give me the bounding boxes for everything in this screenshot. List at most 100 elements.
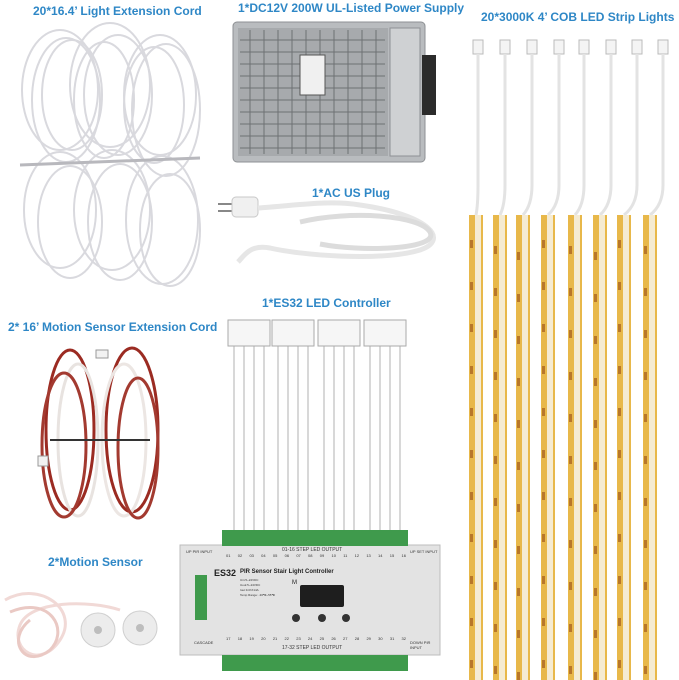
channel-number: 04 — [261, 553, 266, 558]
strip-connector — [472, 39, 484, 55]
strip-wire — [521, 54, 534, 217]
strip-cut-mark — [594, 672, 597, 680]
strip-cut-mark — [470, 660, 473, 668]
strip-connector — [657, 39, 669, 55]
controller-title: PIR Sensor Stair Light Controller — [240, 569, 334, 575]
spec-line: Temp Range: -30℃~55℃ — [240, 593, 275, 597]
strip-cut-mark — [470, 408, 473, 416]
strip-cut-mark — [470, 534, 473, 542]
strip-wire — [598, 54, 613, 217]
channel-number: 31 — [389, 636, 395, 641]
spec-line: Uout:5~24VDC — [240, 583, 261, 587]
strip-cut-mark — [494, 456, 497, 464]
strip-cut-mark — [594, 336, 597, 344]
strip-cut-mark — [644, 372, 647, 380]
spec-line: Uin:5~24VDC — [240, 578, 259, 582]
strip-backing — [623, 215, 629, 680]
ac-plug-label: 1*AC US Plug — [312, 186, 391, 200]
strip-connector — [499, 39, 511, 55]
strip-cut-mark — [494, 498, 497, 506]
channel-number: 25 — [319, 636, 325, 641]
strip-connector — [553, 39, 565, 55]
strip-cut-mark — [644, 288, 647, 296]
controller-wires — [233, 345, 401, 530]
strip-cut-mark — [470, 576, 473, 584]
channel-number: 28 — [354, 636, 360, 641]
channel-number: 22 — [284, 636, 289, 641]
channel-number: 07 — [296, 553, 301, 558]
strip-cut-mark — [594, 378, 597, 386]
strip-cut-mark — [517, 336, 520, 344]
strip-cut-mark — [594, 462, 597, 470]
strip-cut-mark — [569, 498, 572, 506]
strip-backing — [649, 215, 655, 680]
strip-cut-mark — [594, 504, 597, 512]
sensor-cord-connector — [37, 455, 49, 467]
channel-number: 29 — [366, 636, 371, 641]
channel-number: 12 — [354, 553, 360, 558]
channel-number: 11 — [343, 553, 348, 558]
channel-number: 20 — [261, 636, 266, 641]
strip-backing — [574, 215, 580, 680]
channel-number: 08 — [308, 553, 313, 558]
channel-number: 26 — [331, 636, 336, 641]
led-strip — [617, 39, 643, 680]
channel-number: 03 — [249, 553, 254, 558]
channel-number: 15 — [389, 553, 395, 558]
strip-cut-mark — [594, 420, 597, 428]
strip-cut-mark — [644, 414, 647, 422]
controller-bottom-output: 17-32 STEP LED OUTPUT — [282, 645, 343, 651]
strip-cut-mark — [644, 540, 647, 548]
channel-number: 21 — [272, 636, 278, 641]
strip-cut-mark — [594, 630, 597, 638]
led-strip — [469, 39, 484, 680]
controller-specs: Uin:5~24VDC Uout:5~24VDC Iout:1ChX14A Te… — [240, 578, 275, 598]
strip-cut-mark — [594, 588, 597, 596]
motion-sensors — [4, 592, 158, 658]
strip-cut-mark — [569, 372, 572, 380]
strip-backing — [499, 215, 505, 680]
strip-wire — [498, 54, 507, 216]
strip-cut-mark — [542, 282, 545, 290]
strip-cut-mark — [644, 624, 647, 632]
extension-cord-ties — [19, 156, 201, 167]
strip-cut-mark — [618, 618, 621, 626]
channel-number: 16 — [401, 553, 406, 558]
strip-cut-mark — [470, 450, 473, 458]
strip-cut-mark — [594, 252, 597, 260]
strip-cut-mark — [542, 408, 545, 416]
led-strip — [593, 39, 617, 680]
strip-cut-mark — [542, 324, 545, 332]
channel-number: 23 — [296, 636, 301, 641]
strip-cut-mark — [569, 582, 572, 590]
ac-plug — [218, 196, 436, 264]
strip-cut-mark — [470, 366, 473, 374]
strip-cut-mark — [618, 282, 621, 290]
spec-line: Iout:1ChX14A — [240, 588, 259, 592]
strip-cut-mark — [517, 504, 520, 512]
strip-cut-mark — [542, 534, 545, 542]
strip-cut-mark — [594, 546, 597, 554]
strip-backing — [547, 215, 553, 680]
strip-cut-mark — [470, 492, 473, 500]
strip-connector — [578, 39, 590, 55]
strip-cut-mark — [618, 324, 621, 332]
channel-number: 05 — [272, 553, 278, 558]
strip-lights-label: 20*3000K 4’ COB LED Strip Lights — [481, 10, 675, 24]
controller-up-set: UP SET INPUT — [410, 549, 438, 554]
strip-cut-mark — [494, 330, 497, 338]
controller-cascade: CASCADE — [194, 640, 214, 645]
strip-connector — [631, 39, 643, 55]
controller-down-pir: DOWN PIR INPUT — [410, 640, 431, 650]
strip-cut-mark — [569, 246, 572, 254]
power-supply — [232, 21, 436, 163]
strip-wire — [474, 54, 480, 216]
strip-connector — [605, 39, 617, 55]
strip-cut-mark — [569, 624, 572, 632]
strip-cut-mark — [517, 588, 520, 596]
channel-number: 06 — [284, 553, 290, 558]
strip-cut-mark — [618, 534, 621, 542]
strip-cut-mark — [618, 576, 621, 584]
strip-cut-mark — [470, 240, 473, 248]
strip-cut-mark — [618, 240, 621, 248]
